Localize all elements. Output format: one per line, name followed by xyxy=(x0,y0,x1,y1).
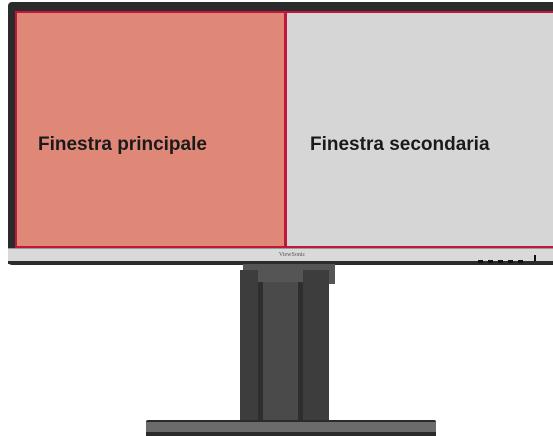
monitor-button xyxy=(478,260,483,263)
stand-arm-highlight xyxy=(263,282,298,422)
power-button xyxy=(534,255,536,261)
stand-arm-left xyxy=(240,270,258,422)
monitor-chin xyxy=(8,248,553,264)
monitor-button xyxy=(498,260,503,263)
monitor-buttons xyxy=(478,255,538,268)
secondary-window-pane xyxy=(285,11,553,248)
main-window-label: Finestra principale xyxy=(38,134,207,155)
monitor-button xyxy=(518,260,523,263)
secondary-window-label: Finestra secondaria xyxy=(310,134,490,155)
stand-base-edge xyxy=(146,432,436,436)
main-window-pane xyxy=(15,11,286,248)
brand-logo: ViewSonic xyxy=(278,252,306,258)
stand-arm-right xyxy=(303,270,329,422)
monitor-button xyxy=(508,260,513,263)
monitor-button xyxy=(488,260,493,263)
